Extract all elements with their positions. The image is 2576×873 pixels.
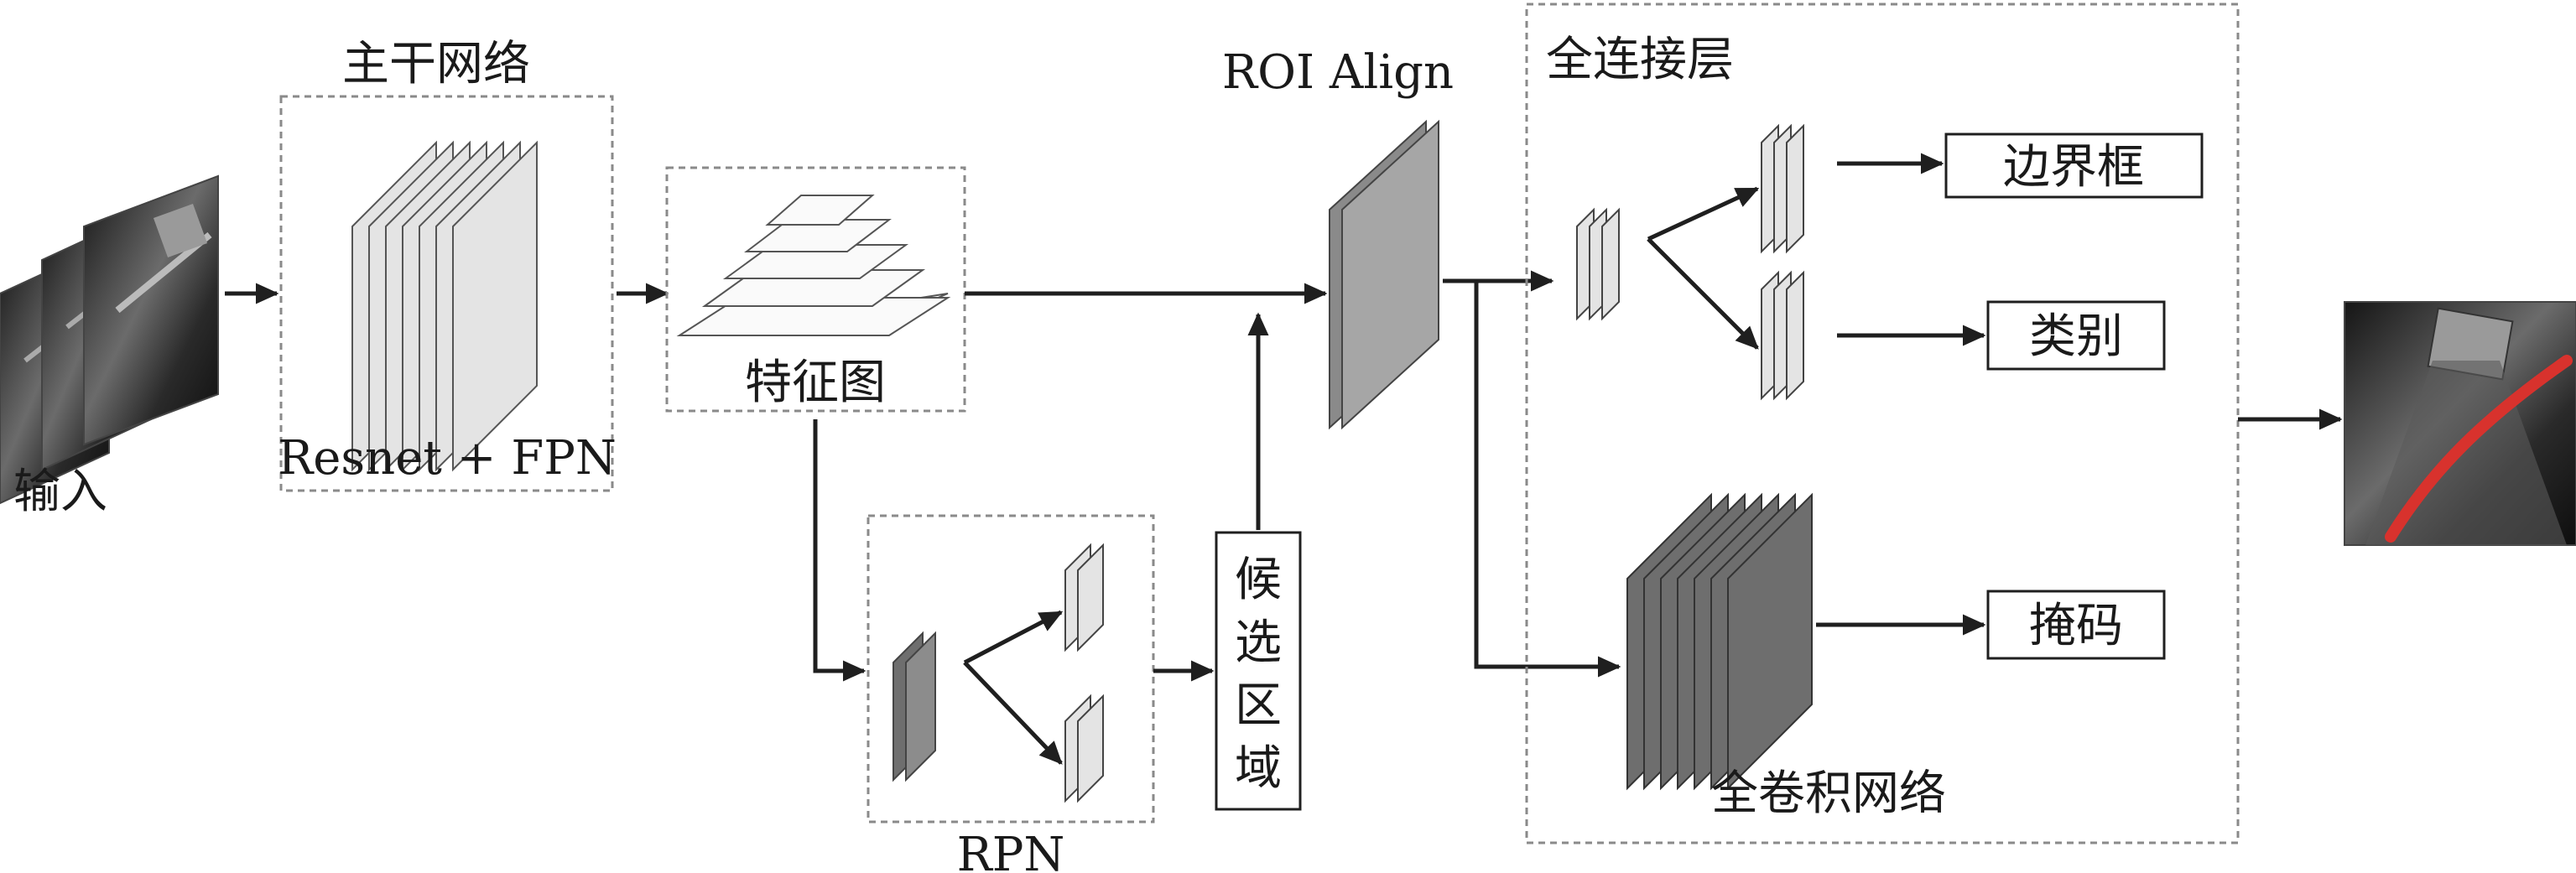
proposals-char-1: 候 (1235, 553, 1282, 607)
arrow-roi-to-fcn (1474, 281, 1621, 678)
bbox-output-label: 边界框 (2003, 140, 2144, 195)
proposals-char-2: 选 (1235, 616, 1282, 670)
fc-layer-label: 全连接层 (1546, 33, 1734, 87)
fcn-label: 全卷积网络 (1711, 766, 1946, 821)
arrow-rpn-branch-down (963, 661, 1063, 765)
rpn-reg-layer (1064, 694, 1104, 803)
fc-class-layer (1761, 270, 1804, 401)
mask-output-label: 掩码 (2029, 599, 2123, 653)
output-image (2344, 301, 2576, 546)
heads-box (1525, 3, 2240, 844)
feature-map-label: 特征图 (745, 356, 886, 410)
feature-pyramid (676, 195, 951, 336)
proposals-char-4: 域 (1235, 741, 1282, 796)
backbone-name: Resnet + FPN (278, 431, 617, 486)
arrow-fc-branch-down (1647, 237, 1759, 350)
mask-output-box (1986, 590, 2166, 660)
class-output-label: 类别 (2029, 309, 2123, 364)
input-image-stack (0, 174, 219, 505)
proposals-char-3: 区 (1235, 678, 1282, 733)
proposals-box (1215, 531, 1302, 811)
roi-align-label: ROI Align (1222, 45, 1454, 100)
fc-layer-1 (1576, 207, 1620, 321)
class-output-box (1986, 300, 2166, 371)
bbox-output-box (1944, 133, 2204, 199)
arrow-fc-branch-up (1647, 186, 1760, 242)
backbone-title: 主干网络 (342, 37, 530, 91)
backbone-resnet-layers (351, 140, 538, 472)
rpn-cls-layer (1064, 543, 1104, 652)
roi-align-layer (1329, 119, 1439, 430)
fcn-layers (1626, 492, 1813, 791)
fc-bbox-layer (1761, 123, 1804, 254)
arrow-featuremap-to-rpn (813, 419, 866, 682)
detected-rope-mask (2385, 355, 2573, 543)
input-label: 输入 (13, 465, 107, 519)
backbone-box (279, 95, 614, 492)
rpn-label: RPN (957, 828, 1065, 873)
rpn-conv-layer (892, 631, 936, 782)
arrow-rpn-branch-up (963, 610, 1064, 665)
